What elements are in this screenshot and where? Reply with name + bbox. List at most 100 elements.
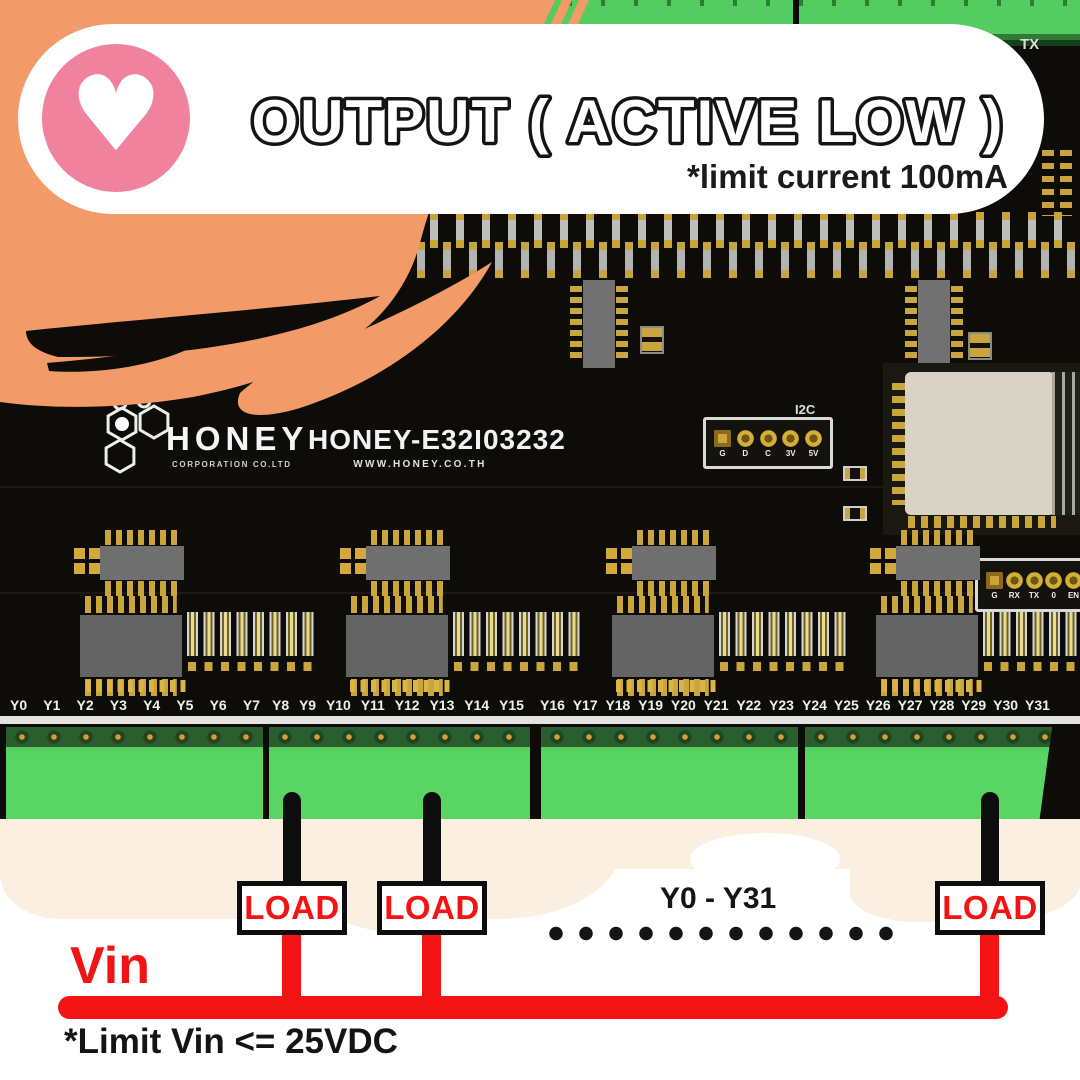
shift-register-ic [896, 530, 980, 596]
output-label: Y18 [605, 697, 631, 713]
i2c-pin [736, 430, 754, 447]
vin-label: Vin [70, 937, 150, 995]
load-wire-black [283, 792, 301, 886]
output-label: Y2 [76, 697, 94, 713]
board-edge-highlight [0, 716, 1080, 724]
output-label: Y16 [540, 697, 565, 713]
output-label: Y23 [769, 697, 794, 713]
output-label: Y4 [143, 697, 161, 713]
diode-array [982, 612, 1080, 672]
terminal-block [805, 727, 1052, 819]
terminal-screws [805, 727, 1052, 747]
board-model-block: HONEY-E32I03232 WWW.HONEY.CO.TH [308, 424, 566, 470]
terminal-screws [269, 727, 530, 747]
i2c-pin [714, 430, 731, 447]
uart-pin-label: EN [1067, 591, 1080, 600]
load-box: LOAD [237, 881, 347, 935]
output-label: Y29 [961, 697, 987, 713]
capacitor-pair [640, 326, 664, 354]
title-banner: ♥ OUTPUT ( ACTIVE LOW ) *limit current 1… [18, 24, 1044, 214]
uart-pin [1065, 572, 1080, 589]
pcb-trace [0, 486, 1080, 488]
uart-pins [986, 572, 1080, 589]
jumper-pads [870, 548, 896, 574]
output-label: Y11 [360, 697, 385, 713]
i2c-pin-label: D [742, 449, 749, 458]
output-range-label: Y0 - Y31 [660, 882, 777, 915]
uart-pin [1005, 572, 1023, 589]
output-label-row: Y24 Y25 Y26 Y27 Y28 Y29 Y30 Y31 [802, 697, 1050, 713]
pcb-trace [0, 592, 1080, 594]
uart-pin-label: RX [1008, 591, 1020, 600]
load-wire-red [282, 932, 301, 1002]
jumper-pads [340, 548, 366, 574]
banner-title: OUTPUT ( ACTIVE LOW ) [251, 88, 1004, 155]
uart-pin [1025, 572, 1043, 589]
white-blob [690, 833, 840, 885]
diode-array [718, 612, 850, 672]
shift-register-ic [100, 530, 184, 596]
output-label: Y15 [498, 697, 524, 713]
diode-component [843, 506, 867, 521]
driver-ic [876, 596, 978, 696]
terminal-block [541, 727, 798, 819]
shift-register-ic [366, 530, 450, 596]
banner-title-svg: OUTPUT ( ACTIVE LOW ) [248, 85, 1006, 159]
solder-pin-row [616, 680, 716, 692]
output-label: Y30 [993, 697, 1019, 713]
load-wire-red [422, 932, 441, 1002]
board-website: WWW.HONEY.CO.TH [353, 459, 487, 470]
output-label: Y8 [272, 697, 290, 713]
output-label: Y13 [429, 697, 455, 713]
logic-ic [570, 280, 628, 368]
load-wire-red [980, 932, 999, 1002]
vin-limit-note: *Limit Vin <= 25VDC [64, 1022, 398, 1061]
shift-register-ic [632, 530, 716, 596]
output-label-row: Y8 Y9 Y10 Y11 Y12 Y13 Y14 Y15 [272, 697, 524, 713]
uart-pin-label: TX [1028, 591, 1040, 600]
logic-ic [250, 280, 308, 368]
output-label: Y17 [572, 697, 598, 713]
smd-cluster-right [1042, 150, 1072, 216]
load-wire-black [423, 792, 441, 886]
i2c-label: I2C [795, 402, 816, 417]
uart-pin [1045, 572, 1063, 589]
i2c-pin-label: 3V [785, 449, 796, 458]
output-label: Y3 [109, 697, 127, 713]
board-model: HONEY-E32I03232 [308, 424, 566, 455]
output-label-row: Y16 Y17 Y18 Y19 Y20 Y21 Y22 Y23 [540, 697, 794, 713]
brand-subtitle: CORPORATION CO.LTD [172, 460, 292, 469]
ellipsis-dots [549, 926, 894, 941]
output-label: Y25 [833, 697, 859, 713]
solder-pin-row [350, 680, 450, 692]
output-label: Y26 [865, 697, 891, 713]
esp32-bottom-pins [908, 516, 1056, 528]
output-label: Y27 [897, 697, 923, 713]
output-label: Y6 [209, 697, 227, 713]
driver-ic [80, 596, 182, 696]
uart-pin [986, 572, 1003, 589]
i2c-pin-label: G [719, 449, 726, 458]
output-label: Y5 [176, 697, 194, 713]
tx-silkscreen-label: TX [1020, 36, 1040, 53]
terminal-divider [793, 0, 799, 46]
uart-connector: G RX TX 0 EN [975, 558, 1080, 612]
output-label: Y12 [394, 697, 420, 713]
output-label: Y10 [325, 697, 351, 713]
esp32-castellated-pins [892, 383, 905, 505]
diode-array [452, 612, 584, 672]
output-label: Y28 [929, 697, 955, 713]
i2c-pins [714, 430, 822, 447]
diode-component [843, 466, 867, 481]
output-label: Y19 [638, 697, 664, 713]
driver-ic [612, 596, 714, 696]
i2c-pin-label: 5V [808, 449, 819, 458]
i2c-pin-labels: G D C 3V 5V [714, 449, 822, 458]
load-wire-black [981, 792, 999, 886]
i2c-pin [782, 430, 800, 447]
esp32-module [905, 372, 1055, 515]
load-box: LOAD [377, 881, 487, 935]
uart-pin-label: G [991, 591, 998, 600]
i2c-pin [759, 430, 777, 447]
smd-resistor-row [300, 212, 1080, 278]
